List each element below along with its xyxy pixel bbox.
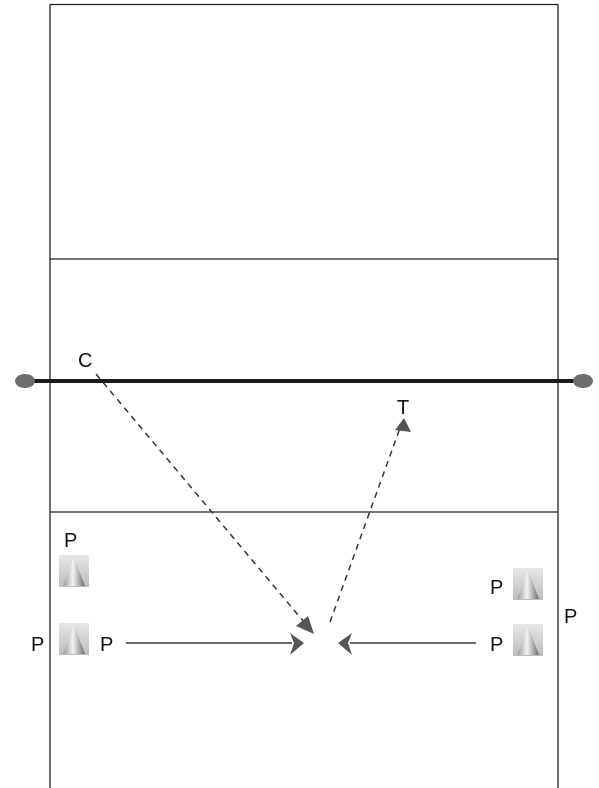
coach-label: C — [78, 350, 92, 372]
ball-paths — [95, 373, 411, 634]
labels: C T P P P P P P — [31, 350, 577, 656]
net-post-icon — [15, 374, 35, 388]
coach-pass-arrowhead — [296, 616, 314, 634]
coach-pass-line — [95, 373, 305, 623]
player-label: P — [31, 634, 44, 656]
cone-icon — [59, 623, 89, 655]
net-post-icon — [573, 374, 593, 388]
target-label: T — [397, 397, 409, 419]
player-label: P — [490, 634, 503, 656]
court — [49, 3, 559, 788]
player-label: P — [490, 577, 503, 599]
player-label: P — [100, 634, 113, 656]
player-runs — [126, 633, 476, 655]
cone-icon — [513, 624, 543, 656]
player-label: P — [564, 606, 577, 628]
set-arrowhead — [395, 418, 411, 432]
left-run-arrowhead — [290, 633, 304, 655]
net — [15, 374, 593, 388]
cone-icon — [59, 555, 89, 587]
set-line — [329, 427, 401, 623]
player-label: P — [64, 530, 77, 552]
cone-icon — [513, 568, 543, 600]
cones — [59, 555, 543, 656]
right-run-arrowhead — [338, 633, 352, 655]
